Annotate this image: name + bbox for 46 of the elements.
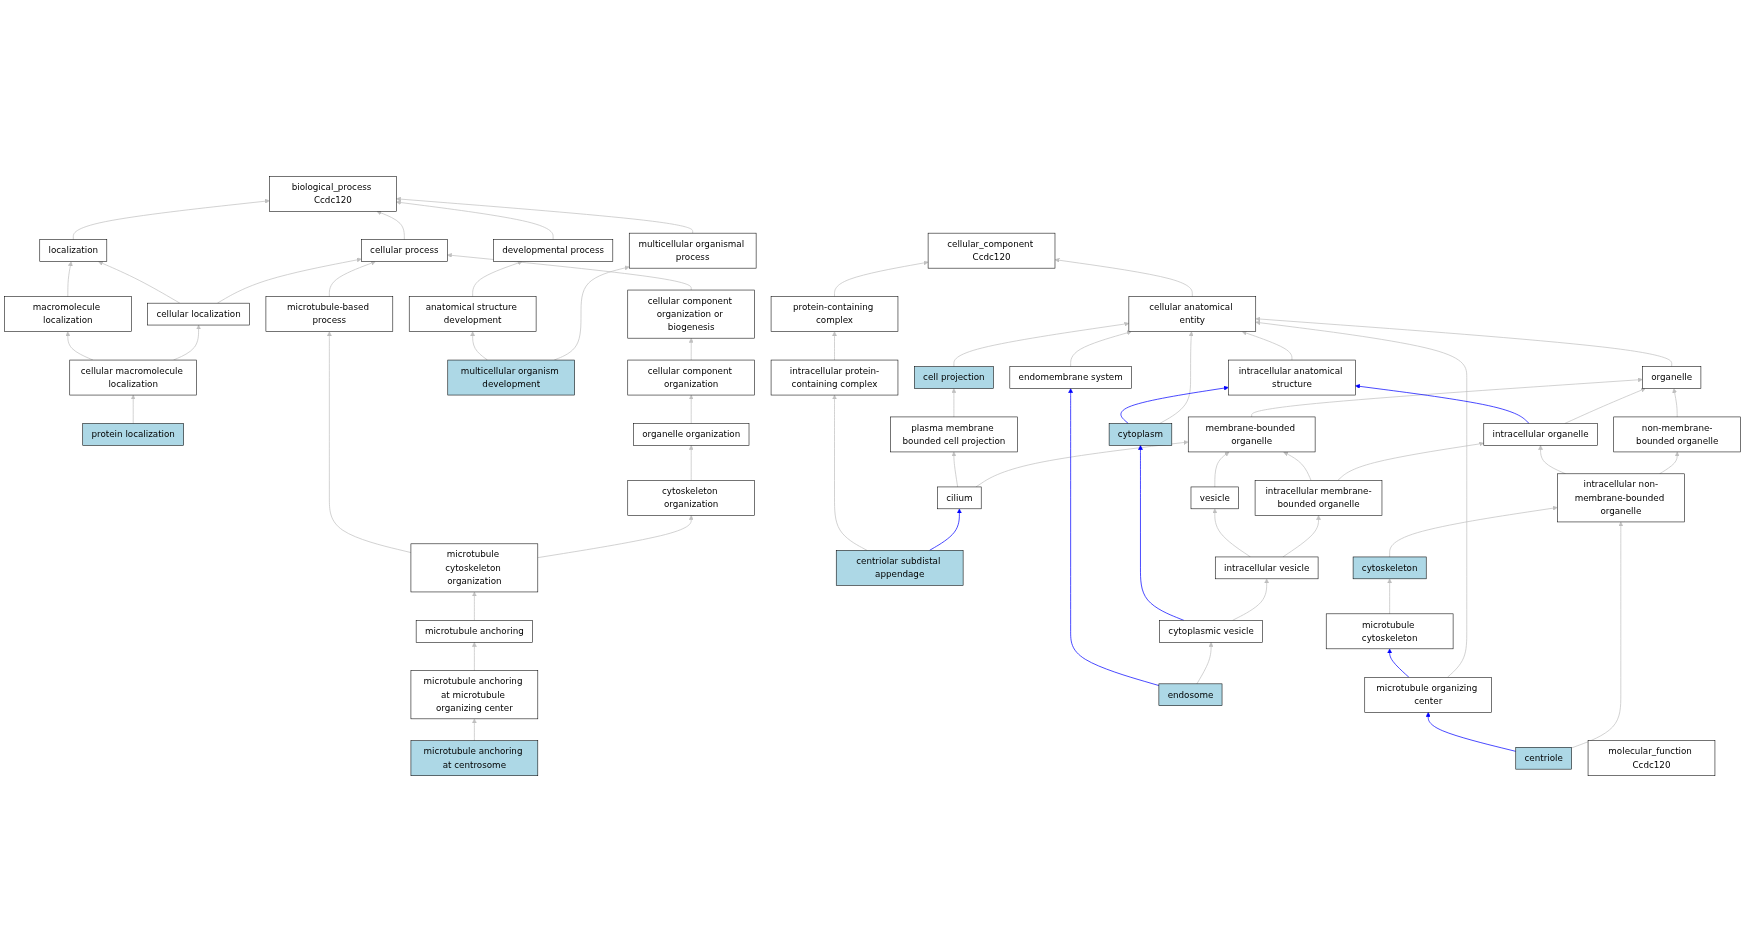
node-box: cytoskeleton organization <box>627 480 755 516</box>
node-box: localization <box>39 239 108 262</box>
node-box: microtubule anchoring <box>415 620 533 643</box>
node-box: non-membrane-bounded organelle <box>1613 416 1741 453</box>
node-box: developmental process <box>493 239 614 262</box>
node-box: plasma membrane bounded cell projection <box>890 416 1018 453</box>
node-box: cytoplasm <box>1108 423 1173 446</box>
node-box: protein localization <box>82 423 184 446</box>
node-box: cellular macromolecule localization <box>69 359 197 396</box>
node-box: cilium <box>937 486 982 510</box>
node-box: cellular component organization <box>627 359 755 396</box>
node-box: centriole <box>1515 747 1572 770</box>
node-box: microtubule anchoring at microtubule organizing center <box>410 670 539 720</box>
node-box: organelle organization <box>633 423 750 446</box>
node-box: multicellular organism development <box>447 359 575 396</box>
node-box: membrane-bounded organelle <box>1187 416 1316 453</box>
node-box: cellular localization <box>147 302 250 326</box>
node-box: cellular component organization or biogenesis <box>627 289 755 339</box>
node-box: intracellular protein-containing complex <box>770 359 899 396</box>
node-box: cytoskeleton <box>1352 556 1427 580</box>
node-box: microtubule-based process <box>265 296 394 332</box>
node-box: intracellular non-membrane-bounded organelle <box>1557 473 1685 523</box>
node-box: endomembrane system <box>1009 366 1132 389</box>
node-box: microtubule cytoskeleton organization <box>410 543 539 593</box>
node-box: cellular process <box>361 239 448 262</box>
node-box: anatomical structure development <box>408 296 537 332</box>
node-box: microtubule cytoskeleton <box>1325 613 1454 650</box>
node-box: molecular_function Ccdc120 <box>1587 740 1716 776</box>
node-box: cellular anatomical entity <box>1128 296 1257 332</box>
node-box: cell projection <box>914 366 994 389</box>
node-box: intracellular anatomical structure <box>1228 359 1356 396</box>
node-box: microtubule anchoring at centrosome <box>410 740 539 776</box>
node-box: organelle <box>1642 366 1702 389</box>
node-box: biological_process Ccdc120 <box>269 176 397 212</box>
node-box: protein-containing complex <box>770 296 899 332</box>
node-box: endosome <box>1158 683 1223 706</box>
node-box: multicellular organismal process <box>628 232 757 269</box>
node-box: cellular_component Ccdc120 <box>927 232 1056 269</box>
node-box: intracellular organelle <box>1483 423 1598 446</box>
node-box: macromolecule localization <box>4 296 132 332</box>
node-box: centriolar subdistal appendage <box>835 550 964 586</box>
node-box: microtubule organizing center <box>1364 677 1492 713</box>
node-box: intracellular vesicle <box>1215 556 1319 580</box>
node-box: intracellular membrane-bounded organelle <box>1254 480 1383 516</box>
node-box: vesicle <box>1190 486 1239 510</box>
node-box: cytoplasmic vesicle <box>1159 620 1263 643</box>
